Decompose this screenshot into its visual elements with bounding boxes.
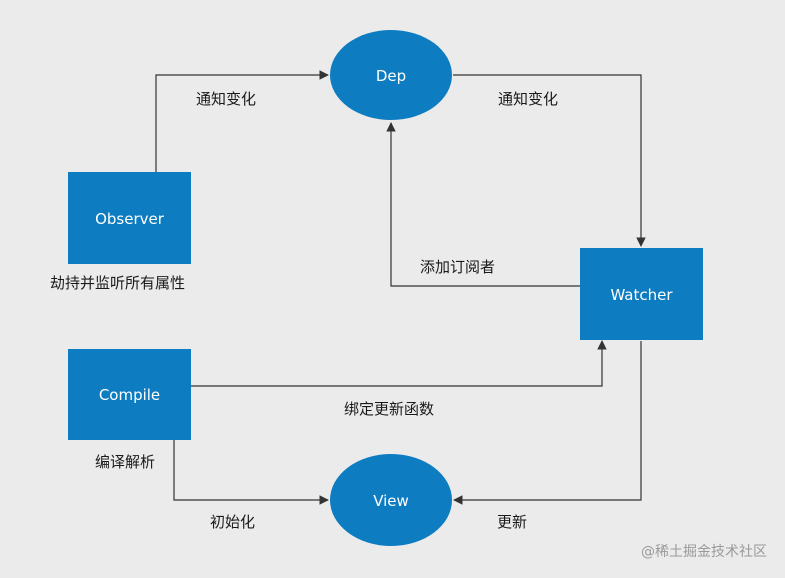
compile-to-watcher-label: 绑定更新函数 <box>344 400 434 418</box>
dep-label: Dep <box>376 67 406 85</box>
dep-to-watcher-label: 通知变化 <box>498 90 558 108</box>
edge-watcher-to-view <box>453 341 642 505</box>
watcher-to-dep-label: 添加订阅者 <box>420 258 495 276</box>
compile-node <box>68 349 191 440</box>
compile-to-view-label: 初始化 <box>210 513 255 531</box>
edge-watcher-to-dep <box>386 122 580 287</box>
watcher-to-view-label: 更新 <box>497 513 527 531</box>
compile-label: Compile <box>99 386 160 404</box>
edge-dep-to-watcher <box>453 74 646 247</box>
edge-observer-to-dep <box>155 70 329 172</box>
observer-label: Observer <box>95 210 165 228</box>
watermark: @稀土掘金技术社区 <box>641 544 767 560</box>
edge-compile-to-view <box>173 440 329 505</box>
watcher-label: Watcher <box>610 286 673 304</box>
view-label: View <box>373 492 409 510</box>
view-node <box>330 454 452 546</box>
dep-node <box>330 30 452 120</box>
observer-node <box>68 172 191 264</box>
watcher-node <box>580 248 703 340</box>
compile-caption: 编译解析 <box>95 453 155 471</box>
observer-caption: 劫持并监听所有属性 <box>50 274 185 292</box>
observer-to-dep-label: 通知变化 <box>196 90 256 108</box>
edge-compile-to-watcher <box>191 340 607 387</box>
